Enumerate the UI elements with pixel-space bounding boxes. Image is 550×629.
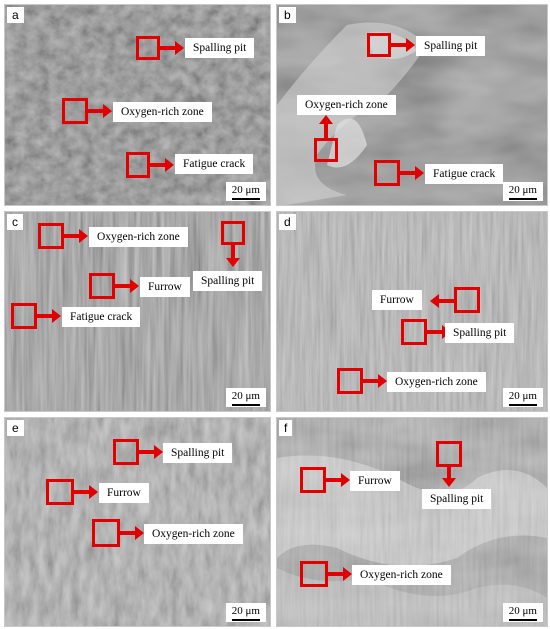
marker-furrow [454,287,480,313]
scale-bar: 20 μm [502,182,543,201]
scale-bar: 20 μm [225,182,266,201]
annotation-oxygen-rich-zone: Oxygen-rich zone [352,565,451,585]
arrow-right-icon [400,166,424,180]
panel-a: a Spalling pit Oxygen-rich zone Fatigue … [4,4,271,206]
annotation-spalling-pit: Spalling pit [416,36,486,56]
panel-b: b Spalling pit Oxygen-rich zone Fatigue … [276,4,548,206]
panel-f: f Furrow Spalling pit Oxygen-rich zone 2… [276,417,548,627]
annotation-oxygen-rich-zone: Oxygen-rich zone [297,95,396,115]
annotation-fatigue-crack: Fatigue crack [175,154,254,174]
arrow-right-icon [74,485,98,499]
marker-oxygen-rich-zone [38,223,64,249]
arrow-right-icon [326,473,350,487]
arrow-right-icon [88,104,112,118]
annotation-spalling-pit: Spalling pit [193,271,263,291]
arrow-right-icon [160,41,184,55]
arrow-right-icon [391,38,415,52]
panel-c: c Oxygen-rich zone Spalling pit Furrow F… [4,211,271,412]
annotation-spalling-pit: Spalling pit [445,323,515,343]
marker-furrow [89,273,115,299]
annotation-oxygen-rich-zone: Oxygen-rich zone [387,372,486,392]
panel-label: a [7,7,24,23]
marker-fatigue-crack [126,152,150,178]
marker-furrow [46,479,74,505]
annotation-furrow: Furrow [372,290,422,310]
scale-bar: 20 μm [502,388,543,407]
marker-furrow [300,467,326,493]
micrograph-f [277,418,547,626]
marker-spalling-pit [367,33,391,57]
arrow-left-icon [430,294,454,308]
arrow-up-icon [319,115,333,139]
arrow-right-icon [64,229,88,243]
marker-oxygen-rich-zone [92,519,120,547]
marker-oxygen-rich-zone [314,138,338,162]
marker-fatigue-crack [11,303,37,329]
annotation-oxygen-rich-zone: Oxygen-rich zone [89,227,188,247]
panel-label: f [279,420,293,436]
marker-fatigue-crack [374,160,400,186]
annotation-furrow: Furrow [99,483,149,503]
panel-label: d [279,214,296,230]
arrow-right-icon [328,567,352,581]
marker-spalling-pit [401,319,427,345]
panel-label: b [279,7,296,23]
annotation-oxygen-rich-zone: Oxygen-rich zone [144,524,243,544]
marker-spalling-pit [113,439,139,465]
annotation-fatigue-crack: Fatigue crack [62,307,141,327]
marker-oxygen-rich-zone [300,561,328,587]
marker-oxygen-rich-zone [62,98,88,124]
annotation-furrow: Furrow [350,471,400,491]
arrow-down-icon [442,467,456,487]
panel-label: e [7,420,24,436]
marker-spalling-pit [136,36,160,60]
panel-e: e Spalling pit Furrow Oxygen-rich zone 2… [4,417,271,627]
annotation-spalling-pit: Spalling pit [185,38,255,58]
marker-spalling-pit [221,221,245,245]
annotation-furrow: Furrow [140,277,190,297]
scale-bar: 20 μm [225,388,266,407]
arrow-right-icon [363,374,387,388]
arrow-right-icon [150,158,174,172]
annotation-fatigue-crack: Fatigue crack [425,164,504,184]
annotation-spalling-pit: Spalling pit [163,443,233,463]
panel-label: c [7,214,23,230]
marker-spalling-pit [436,441,462,467]
scale-bar: 20 μm [225,603,266,622]
annotation-spalling-pit: Spalling pit [422,489,492,509]
panel-d: d Furrow Spalling pit Oxygen-rich zone 2… [276,211,548,412]
arrow-right-icon [139,445,163,459]
arrow-down-icon [226,245,240,267]
annotation-oxygen-rich-zone: Oxygen-rich zone [113,102,212,122]
marker-oxygen-rich-zone [337,368,363,394]
scale-bar: 20 μm [502,603,543,622]
arrow-right-icon [120,526,144,540]
arrow-right-icon [115,279,139,293]
arrow-right-icon [37,309,61,323]
